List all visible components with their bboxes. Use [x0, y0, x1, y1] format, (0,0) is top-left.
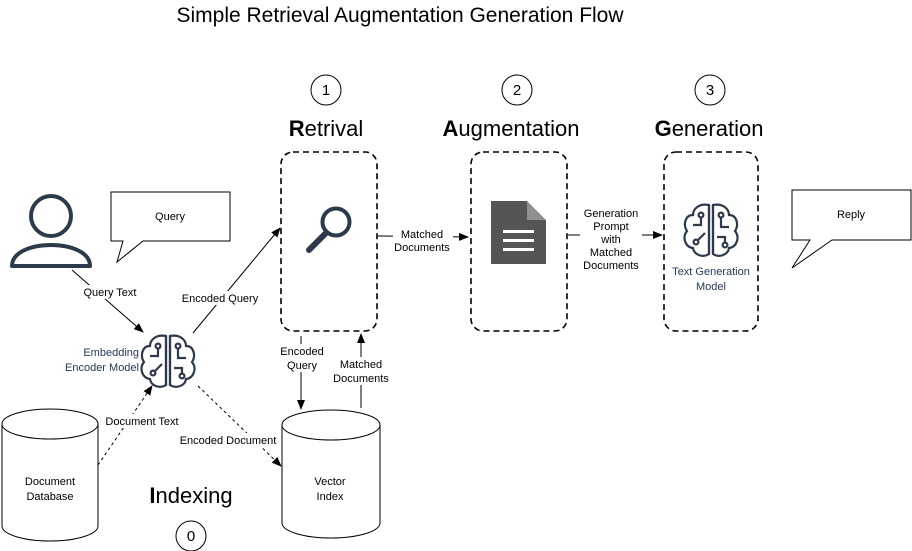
document-database-cylinder: Document Database: [1, 408, 99, 542]
stage-number-augmentation: 2: [501, 74, 533, 106]
svg-text:Document: Document: [25, 476, 75, 488]
brain-icon-embedding: [140, 334, 196, 388]
svg-text:Documents: Documents: [583, 260, 639, 272]
svg-text:Documents: Documents: [394, 242, 450, 254]
svg-text:Query Text: Query Text: [84, 287, 137, 299]
stage-title-retrieval: Retrival: [289, 116, 364, 141]
svg-text:Encoded Query: Encoded Query: [182, 293, 259, 305]
edge-encoded-query: [192, 227, 281, 334]
svg-text:Database: Database: [26, 491, 73, 503]
svg-text:Documents: Documents: [333, 373, 389, 385]
embedding-model-label-line2: Encoder Model: [65, 362, 139, 374]
svg-text:2: 2: [513, 82, 521, 99]
edge-query-text: [71, 269, 144, 333]
svg-text:Query: Query: [287, 360, 317, 372]
label-matched-documents-from-index: Matched Documents: [331, 357, 391, 385]
document-icon: [491, 201, 546, 264]
reply-bubble: Reply: [791, 189, 912, 269]
vector-index-cylinder: Vector Index: [281, 409, 381, 539]
svg-text:0: 0: [187, 528, 195, 545]
svg-text:Matched: Matched: [401, 229, 443, 241]
svg-text:Matched: Matched: [590, 247, 632, 259]
svg-text:with: with: [600, 234, 621, 246]
svg-text:Index: Index: [317, 491, 344, 503]
svg-text:Document Text: Document Text: [105, 416, 178, 428]
svg-text:Encoded: Encoded: [280, 346, 323, 358]
text-generation-model-label-line2: Model: [696, 281, 726, 293]
query-bubble: Query: [110, 191, 231, 264]
user-icon: [10, 194, 92, 268]
stage-title-generation: Generation: [655, 116, 764, 141]
svg-text:Vector: Vector: [314, 476, 346, 488]
svg-text:Prompt: Prompt: [593, 221, 628, 233]
label-document-text: Document Text: [104, 414, 180, 428]
label-encoded-query: Encoded Query: [180, 291, 260, 305]
svg-text:1: 1: [322, 82, 330, 99]
diagram-title: Simple Retrieval Augmentation Generation…: [176, 4, 624, 27]
svg-text:3: 3: [706, 82, 714, 99]
edge-document-text: [97, 385, 153, 466]
label-matched-documents: Matched Documents: [393, 228, 453, 256]
retrieval-box: [280, 151, 378, 332]
text-generation-model-label-line1: Text Generation: [672, 266, 750, 278]
brain-icon-generation: [683, 203, 739, 257]
svg-text:Reply: Reply: [837, 209, 866, 221]
stage-number-generation: 3: [694, 74, 726, 106]
magnifier-icon: [306, 206, 352, 253]
stage-number-retrieval: 1: [310, 74, 342, 106]
stage-number-indexing: 0: [175, 520, 207, 551]
svg-text:Query: Query: [155, 211, 185, 223]
augmentation-box: [470, 151, 568, 332]
label-query-text: Query Text: [81, 285, 139, 299]
label-encoded-document: Encoded Document: [178, 433, 278, 447]
edge-encoded-document: [197, 385, 282, 467]
generation-box: [663, 151, 759, 332]
stage-title-indexing: Indexing: [149, 483, 232, 508]
label-generation-prompt: Generation Prompt with Matched Documents: [580, 207, 642, 273]
svg-text:Matched: Matched: [340, 359, 382, 371]
svg-text:Generation: Generation: [584, 208, 638, 220]
svg-text:Encoded Document: Encoded Document: [180, 435, 277, 447]
label-encoded-query-to-index: Encoded Query: [278, 344, 326, 372]
stage-title-augmentation: Augmentation: [443, 116, 580, 141]
embedding-model-label-line1: Embedding: [83, 347, 139, 359]
